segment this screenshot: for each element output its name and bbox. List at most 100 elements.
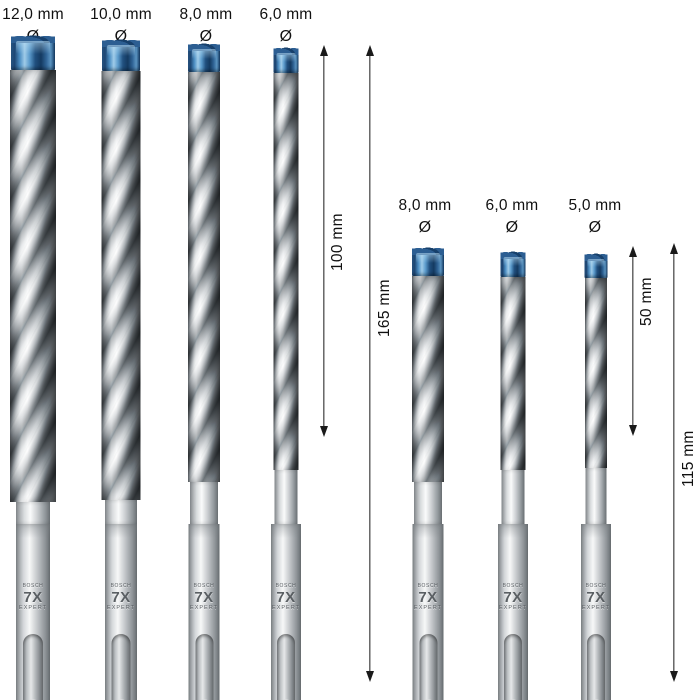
- shank-taper: [188, 524, 220, 538]
- dimension-label-50mm: 50 mm: [638, 277, 655, 326]
- fluted-body: [10, 70, 56, 502]
- arrowhead-down-icon: [670, 671, 678, 682]
- diameter-label-5mm-right: 5,0 mm Ø: [562, 195, 628, 240]
- drill-bit-8mm-right: BOSCH 7X EXPERT: [408, 40, 448, 700]
- dimension-line: [632, 250, 634, 432]
- shank-taper: [412, 524, 444, 538]
- carbide-head-icon: [102, 37, 140, 71]
- diameter-value: 6,0 mm: [259, 6, 313, 23]
- shank-taper: [498, 524, 528, 538]
- seven-x-mark: 7X: [111, 589, 131, 606]
- fluted-body: [412, 276, 444, 482]
- brand-marking: BOSCH 7X EXPERT: [105, 584, 137, 612]
- carbide-head-icon: [500, 249, 526, 277]
- dimension-115mm: [663, 243, 685, 682]
- diameter-symbol-icon: Ø: [505, 219, 519, 236]
- diameter-label-8mm-right: 8,0 mm Ø: [392, 195, 458, 240]
- sds-shank: BOSCH 7X EXPERT: [498, 524, 528, 700]
- carbide-head-icon: [188, 41, 220, 72]
- diameter-symbol-icon: Ø: [199, 28, 213, 45]
- carbide-head-icon: [584, 251, 608, 278]
- sds-groove-slot: [195, 634, 213, 700]
- diameter-symbol-icon: Ø: [588, 219, 602, 236]
- diameter-symbol-icon: Ø: [418, 219, 432, 236]
- carbide-head-icon: [11, 33, 55, 70]
- dimension-line: [323, 49, 325, 433]
- dimension-100mm: [313, 45, 335, 437]
- diameter-value: 6,0 mm: [485, 197, 539, 214]
- fluted-body: [500, 277, 526, 470]
- brand-marking: BOSCH 7X EXPERT: [271, 584, 301, 612]
- shank-taper: [581, 524, 611, 538]
- seven-x-mark: 7X: [194, 589, 214, 606]
- expert-wordmark: EXPERT: [582, 605, 610, 611]
- diameter-value: 10,0 mm: [90, 6, 152, 23]
- bosch-wordmark: BOSCH: [275, 583, 297, 589]
- carbide-head-icon: [273, 45, 299, 73]
- bosch-wordmark: BOSCH: [22, 583, 44, 589]
- sds-shank: BOSCH 7X EXPERT: [105, 524, 137, 700]
- sds-groove-slot: [504, 634, 522, 700]
- expert-wordmark: EXPERT: [414, 605, 442, 611]
- sds-shank: BOSCH 7X EXPERT: [271, 524, 301, 700]
- sds-groove-slot: [111, 634, 131, 700]
- drill-bit-6mm-left: BOSCH 7X EXPERT: [268, 40, 304, 700]
- sds-shank: BOSCH 7X EXPERT: [188, 524, 220, 700]
- arrowhead-down-icon: [320, 426, 328, 437]
- brand-marking: BOSCH 7X EXPERT: [189, 584, 220, 612]
- fluted-body: [273, 73, 299, 470]
- bosch-wordmark: BOSCH: [110, 583, 132, 589]
- fluted-body: [188, 72, 220, 482]
- dimension-50mm: [622, 246, 644, 436]
- fluted-body: [585, 278, 607, 468]
- diameter-value: 5,0 mm: [568, 197, 622, 214]
- seven-x-mark: 7X: [586, 589, 606, 606]
- shank-neck: [414, 482, 442, 524]
- sds-shank: BOSCH 7X EXPERT: [581, 524, 611, 700]
- sds-groove-slot: [587, 634, 605, 700]
- shank-neck: [501, 470, 525, 524]
- dimension-165mm: [359, 45, 381, 682]
- fluted-body: [101, 71, 141, 500]
- brand-marking: BOSCH 7X EXPERT: [498, 584, 528, 612]
- carbide-head-icon: [412, 245, 444, 276]
- shank-taper: [105, 524, 137, 538]
- diameter-value: 8,0 mm: [398, 197, 452, 214]
- sds-shank: BOSCH 7X EXPERT: [412, 524, 444, 700]
- drill-bit-8mm-left: BOSCH 7X EXPERT: [184, 40, 224, 700]
- brand-marking: BOSCH 7X EXPERT: [581, 584, 611, 612]
- bosch-wordmark: BOSCH: [502, 583, 524, 589]
- dimension-line: [369, 49, 371, 678]
- shank-neck: [16, 502, 50, 524]
- sds-groove-slot: [23, 634, 43, 700]
- expert-wordmark: EXPERT: [272, 605, 300, 611]
- shank-neck: [105, 500, 137, 524]
- expert-wordmark: EXPERT: [19, 605, 47, 611]
- shank-taper: [271, 524, 301, 538]
- shank-neck: [585, 468, 607, 524]
- expert-wordmark: EXPERT: [499, 605, 527, 611]
- brand-marking: BOSCH 7X EXPERT: [413, 584, 444, 612]
- diameter-label-8mm-left: 8,0 mm Ø: [173, 4, 239, 49]
- drill-bit-10mm: BOSCH 7X EXPERT: [99, 37, 143, 700]
- seven-x-mark: 7X: [23, 589, 43, 606]
- shank-taper: [16, 524, 50, 538]
- drill-bit-12mm: BOSCH 7X EXPERT: [9, 33, 57, 700]
- diameter-symbol-icon: Ø: [279, 28, 293, 45]
- arrowhead-down-icon: [366, 671, 374, 682]
- seven-x-mark: 7X: [418, 589, 438, 606]
- shank-neck: [274, 470, 298, 524]
- expert-wordmark: EXPERT: [190, 605, 218, 611]
- drill-bit-6mm-right: BOSCH 7X EXPERT: [495, 40, 531, 700]
- dimension-label-115mm: 115 mm: [680, 430, 697, 487]
- dimension-label-100mm: 100 mm: [329, 213, 346, 271]
- sds-shank: BOSCH 7X EXPERT: [16, 524, 50, 700]
- sds-groove-slot: [419, 634, 437, 700]
- bosch-wordmark: BOSCH: [417, 583, 439, 589]
- arrowhead-down-icon: [629, 425, 637, 436]
- diameter-value: 8,0 mm: [179, 6, 233, 23]
- bosch-wordmark: BOSCH: [193, 583, 215, 589]
- shank-neck: [190, 482, 218, 524]
- bosch-wordmark: BOSCH: [585, 583, 607, 589]
